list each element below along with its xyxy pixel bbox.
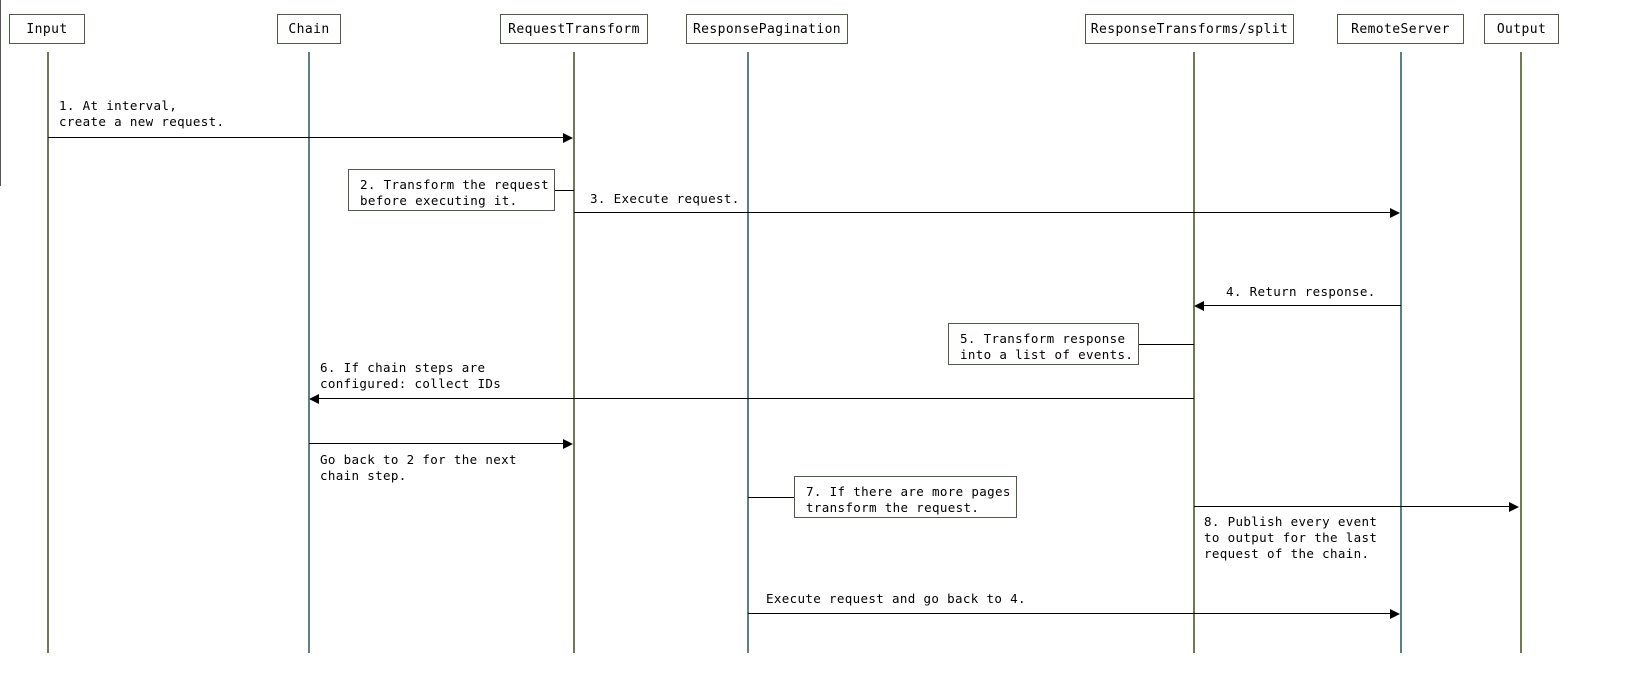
message-arrowhead-8 (1509, 502, 1519, 512)
participant-label: RequestTransform (508, 21, 640, 37)
message-line-4 (1203, 305, 1401, 306)
participant-label: Output (1496, 21, 1547, 37)
participant-label: Input (26, 21, 68, 37)
note-box-5: 5. Transform response into a list of eve… (948, 323, 1139, 365)
message-label-goback: Go back to 2 for the next chain step. (320, 452, 517, 483)
message-arrowhead-6 (309, 394, 319, 404)
participant-box-response-pagination[interactable]: ResponsePagination (686, 14, 848, 44)
participant-label: ResponsePagination (692, 21, 842, 37)
message-label-4: 4. Return response. (1226, 284, 1376, 299)
participant-box-remote-server[interactable]: RemoteServer (1337, 14, 1464, 44)
message-arrowhead-goback (563, 439, 573, 449)
message-label-exec-again: Execute request and go back to 4. (766, 591, 1026, 606)
participant-box-output[interactable]: Output (1484, 14, 1559, 44)
note-box-2: 2. Transform the request before executin… (348, 169, 555, 211)
message-line-3 (574, 212, 1392, 213)
lifeline-input (47, 52, 49, 653)
participant-box-request-transform[interactable]: RequestTransform (500, 14, 648, 44)
participant-box-input[interactable]: Input (9, 14, 85, 44)
note-connector-7 (748, 497, 794, 498)
lifeline-response-transforms-split (1193, 52, 1195, 653)
message-label-1: 1. At interval, create a new request. (59, 98, 225, 129)
message-label-6: 6. If chain steps are configured: collec… (320, 360, 502, 391)
lifeline-chain (308, 52, 310, 653)
message-line-exec-again (748, 613, 1392, 614)
message-label-3: 3. Execute request. (590, 191, 740, 206)
lifeline-response-pagination (747, 52, 749, 653)
note-box-7: 7. If there are more pages transform the… (794, 476, 1017, 518)
message-label-8: 8. Publish every event to output for the… (1204, 514, 1378, 561)
participant-label: ResponseTransforms/split (1090, 21, 1289, 37)
message-arrowhead-3 (1390, 208, 1400, 218)
left-edge-mark-top (0, 0, 1, 186)
note-connector-5 (1139, 344, 1194, 345)
participant-label: RemoteServer (1351, 21, 1450, 37)
lifeline-output (1520, 52, 1522, 653)
message-line-goback (309, 443, 565, 444)
participant-label: Chain (288, 21, 330, 37)
lifeline-request-transform (573, 52, 575, 653)
message-arrowhead-exec-again (1390, 609, 1400, 619)
participant-box-response-transforms-split[interactable]: ResponseTransforms/split (1085, 14, 1294, 44)
message-line-8 (1194, 506, 1511, 507)
note-connector-2 (555, 190, 574, 191)
message-arrowhead-4 (1194, 301, 1204, 311)
message-arrowhead-1 (563, 133, 573, 143)
message-line-1 (48, 137, 565, 138)
message-line-6 (318, 398, 1194, 399)
participant-box-chain[interactable]: Chain (277, 14, 341, 44)
lifeline-remote-server (1400, 52, 1402, 653)
